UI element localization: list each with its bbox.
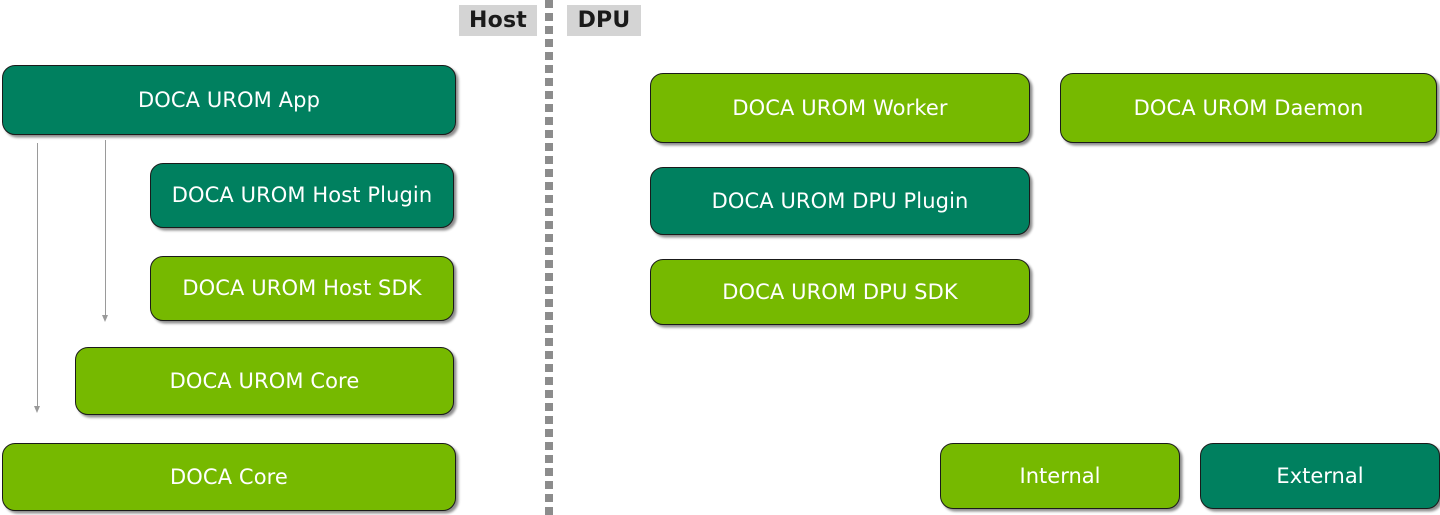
divider-dot	[545, 416, 553, 424]
divider-dot	[545, 0, 553, 8]
divider-dot	[545, 351, 553, 359]
block-label: DOCA UROM Host Plugin	[171, 183, 433, 208]
section-tag-host-label: Host	[469, 8, 527, 33]
divider-dot	[545, 169, 553, 177]
divider-dot	[545, 39, 553, 47]
arrow-head-app-to-doca-core	[34, 406, 40, 413]
divider-dot	[545, 221, 553, 229]
block-label: DOCA UROM DPU Plugin	[711, 188, 969, 213]
divider-dot	[545, 130, 553, 138]
divider-dot	[545, 26, 553, 34]
block-doca-urom-host-sdk[interactable]: DOCA UROM Host SDK	[150, 256, 454, 321]
divider-dot	[545, 364, 553, 372]
block-doca-urom-dpu-sdk[interactable]: DOCA UROM DPU SDK	[650, 259, 1030, 325]
block-doca-urom-app[interactable]: DOCA UROM App	[2, 65, 456, 135]
divider-dot	[545, 325, 553, 333]
divider-dot	[545, 286, 553, 294]
block-label: DOCA UROM Host SDK	[182, 276, 422, 301]
section-tag-dpu-label: DPU	[577, 8, 631, 33]
host-dpu-divider	[545, 0, 553, 515]
divider-dot	[545, 273, 553, 281]
divider-dot	[545, 234, 553, 242]
divider-dot	[545, 494, 553, 502]
divider-dot	[545, 13, 553, 21]
divider-dot	[545, 52, 553, 60]
divider-dot	[545, 182, 553, 190]
section-tag-host: Host	[459, 5, 537, 36]
divider-dot	[545, 338, 553, 346]
divider-dot	[545, 260, 553, 268]
legend-external-label: External	[1276, 464, 1364, 488]
block-doca-urom-dpu-plugin[interactable]: DOCA UROM DPU Plugin	[650, 167, 1030, 235]
block-label: DOCA Core	[170, 464, 288, 489]
legend-internal: Internal	[940, 443, 1180, 509]
arrow-head-app-to-doca-urom-core	[102, 315, 108, 322]
divider-dot	[545, 429, 553, 437]
divider-dot	[545, 312, 553, 320]
block-doca-urom-worker[interactable]: DOCA UROM Worker	[650, 73, 1030, 143]
legend-internal-label: Internal	[1019, 464, 1101, 488]
divider-dot	[545, 455, 553, 463]
divider-dot	[545, 143, 553, 151]
block-doca-urom-host-plugin[interactable]: DOCA UROM Host Plugin	[150, 163, 454, 228]
divider-dot	[545, 104, 553, 112]
divider-dot	[545, 208, 553, 216]
block-label: DOCA UROM Worker	[732, 95, 948, 120]
legend-external: External	[1200, 443, 1440, 509]
section-tag-dpu: DPU	[567, 5, 641, 36]
divider-dot	[545, 91, 553, 99]
arrow-line-app-to-doca-urom-core	[105, 140, 107, 316]
arrow-line-app-to-doca-core	[37, 143, 39, 407]
block-label: DOCA UROM Daemon	[1133, 95, 1364, 120]
divider-dot	[545, 247, 553, 255]
divider-dot	[545, 117, 553, 125]
divider-dot	[545, 468, 553, 476]
block-doca-core[interactable]: DOCA Core	[2, 443, 456, 511]
divider-dot	[545, 299, 553, 307]
divider-dot	[545, 507, 553, 515]
divider-dot	[545, 78, 553, 86]
block-label: DOCA UROM App	[137, 87, 320, 112]
divider-dot	[545, 390, 553, 398]
block-label: DOCA UROM DPU SDK	[722, 279, 958, 304]
block-doca-urom-core[interactable]: DOCA UROM Core	[75, 347, 454, 415]
divider-dot	[545, 442, 553, 450]
divider-dot	[545, 195, 553, 203]
divider-dot	[545, 65, 553, 73]
divider-dot	[545, 403, 553, 411]
block-label: DOCA UROM Core	[169, 368, 360, 393]
block-doca-urom-daemon[interactable]: DOCA UROM Daemon	[1060, 73, 1437, 143]
divider-dot	[545, 377, 553, 385]
divider-dot	[545, 156, 553, 164]
divider-dot	[545, 481, 553, 489]
